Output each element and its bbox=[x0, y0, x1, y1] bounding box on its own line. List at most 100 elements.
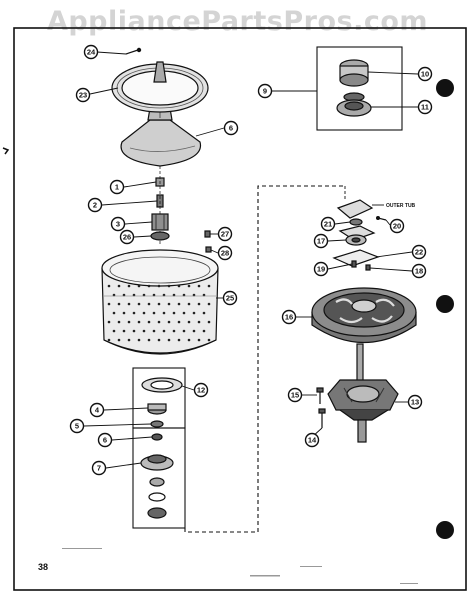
basket-perforation bbox=[142, 329, 146, 333]
callout: 15 bbox=[287, 387, 303, 403]
basket-perforation bbox=[107, 284, 111, 288]
callout: 12 bbox=[193, 382, 209, 398]
callout: 9 bbox=[257, 83, 273, 99]
binder-hole bbox=[436, 295, 454, 313]
page-frame bbox=[13, 27, 467, 591]
basket-perforation bbox=[107, 320, 111, 324]
seal-lower bbox=[336, 92, 372, 117]
callout: 17 bbox=[313, 233, 329, 249]
bolt-14 bbox=[318, 408, 326, 428]
basket-perforation bbox=[122, 329, 126, 333]
nut bbox=[349, 218, 363, 226]
basket-perforation bbox=[122, 311, 126, 315]
callout-label: 11 bbox=[421, 103, 429, 112]
basket-perforation bbox=[177, 302, 181, 306]
callout: 13 bbox=[407, 394, 423, 410]
callout-label: 28 bbox=[221, 249, 229, 258]
binder-hole bbox=[436, 79, 454, 97]
assembly-link-line bbox=[184, 185, 345, 533]
pin-18 bbox=[365, 264, 371, 271]
basket-perforation bbox=[207, 284, 211, 288]
basket-perforation bbox=[177, 284, 181, 288]
callout-label: 18 bbox=[415, 267, 423, 276]
callout: 24 bbox=[83, 44, 99, 60]
callout: 25 bbox=[222, 290, 238, 306]
callout: 6 bbox=[97, 432, 113, 448]
basket-perforation bbox=[167, 338, 171, 342]
basket-perforation bbox=[167, 284, 171, 288]
callout-label: 20 bbox=[393, 222, 401, 231]
basket-perforation bbox=[187, 302, 191, 306]
transmission bbox=[327, 343, 399, 443]
callout-label: 25 bbox=[226, 294, 234, 303]
callout: 4 bbox=[89, 402, 105, 418]
callout-label: 17 bbox=[317, 237, 325, 246]
bracket-plate bbox=[336, 199, 376, 241]
basket-perforation bbox=[182, 329, 186, 333]
basket-perforation bbox=[187, 320, 191, 324]
basket-perforation bbox=[127, 338, 131, 342]
callout-label: 22 bbox=[415, 248, 423, 257]
basket-perforation bbox=[182, 311, 186, 315]
basket-perforation bbox=[132, 329, 136, 333]
basket-perforation bbox=[122, 293, 126, 297]
basket-perforation bbox=[107, 338, 111, 342]
o-ring bbox=[151, 433, 163, 441]
callout: 14 bbox=[304, 432, 320, 448]
basket-perforation bbox=[202, 311, 206, 315]
seal-upper bbox=[339, 59, 369, 87]
bolt-15 bbox=[316, 387, 324, 404]
basket-perforation bbox=[112, 293, 116, 297]
basket-perforation bbox=[112, 311, 116, 315]
basket-perforation bbox=[172, 311, 176, 315]
leader-lines bbox=[83, 51, 419, 469]
basket-perforation bbox=[117, 320, 121, 324]
basket-perforation bbox=[147, 302, 151, 306]
basket-perforation bbox=[162, 311, 166, 315]
basket-perforation bbox=[127, 302, 131, 306]
basket-perforation bbox=[162, 329, 166, 333]
callout-label: 2 bbox=[93, 201, 97, 210]
basket-perforation bbox=[117, 302, 121, 306]
basket-perforation bbox=[197, 284, 201, 288]
callout-label: 14 bbox=[308, 436, 317, 445]
basket-perforation bbox=[177, 320, 181, 324]
callout-label: 6 bbox=[103, 436, 107, 445]
callout: 27 bbox=[217, 226, 233, 242]
basket-perforation bbox=[117, 284, 121, 288]
callout: 1 bbox=[109, 179, 125, 195]
basket-perforation bbox=[187, 338, 191, 342]
callout-label: 5 bbox=[75, 422, 79, 431]
basket-perforation bbox=[162, 293, 166, 297]
callout: 26 bbox=[119, 229, 135, 245]
basket-perforation bbox=[167, 320, 171, 324]
basket-perforation bbox=[182, 293, 186, 297]
callout-label: 19 bbox=[317, 265, 325, 274]
basket-perforation bbox=[197, 338, 201, 342]
callout-label: 23 bbox=[79, 91, 87, 100]
basket-perforation bbox=[152, 329, 156, 333]
basket-perforation bbox=[132, 293, 136, 297]
basket-perforation bbox=[207, 338, 211, 342]
basket-perforation bbox=[172, 293, 176, 297]
callout-label: 24 bbox=[87, 48, 96, 57]
basket-perforation bbox=[192, 329, 196, 333]
hub-group-box bbox=[132, 367, 186, 429]
basket-perforation bbox=[137, 320, 141, 324]
page-number: 38 bbox=[38, 562, 49, 572]
callout: 2 bbox=[87, 197, 103, 213]
callout-label: 16 bbox=[285, 313, 293, 322]
hub-nut bbox=[147, 403, 167, 415]
basket-perforation bbox=[152, 293, 156, 297]
basket-perforation bbox=[187, 284, 191, 288]
cap-screw bbox=[125, 47, 142, 55]
hub-washer bbox=[141, 377, 183, 393]
callout-label: 1 bbox=[115, 183, 119, 192]
margin-mark bbox=[2, 147, 10, 155]
callout: 5 bbox=[69, 418, 85, 434]
callout: 23 bbox=[75, 87, 91, 103]
basket-perforation bbox=[177, 338, 181, 342]
callout: 11 bbox=[417, 99, 433, 115]
callout: 19 bbox=[313, 261, 329, 277]
basket-perforation bbox=[192, 311, 196, 315]
